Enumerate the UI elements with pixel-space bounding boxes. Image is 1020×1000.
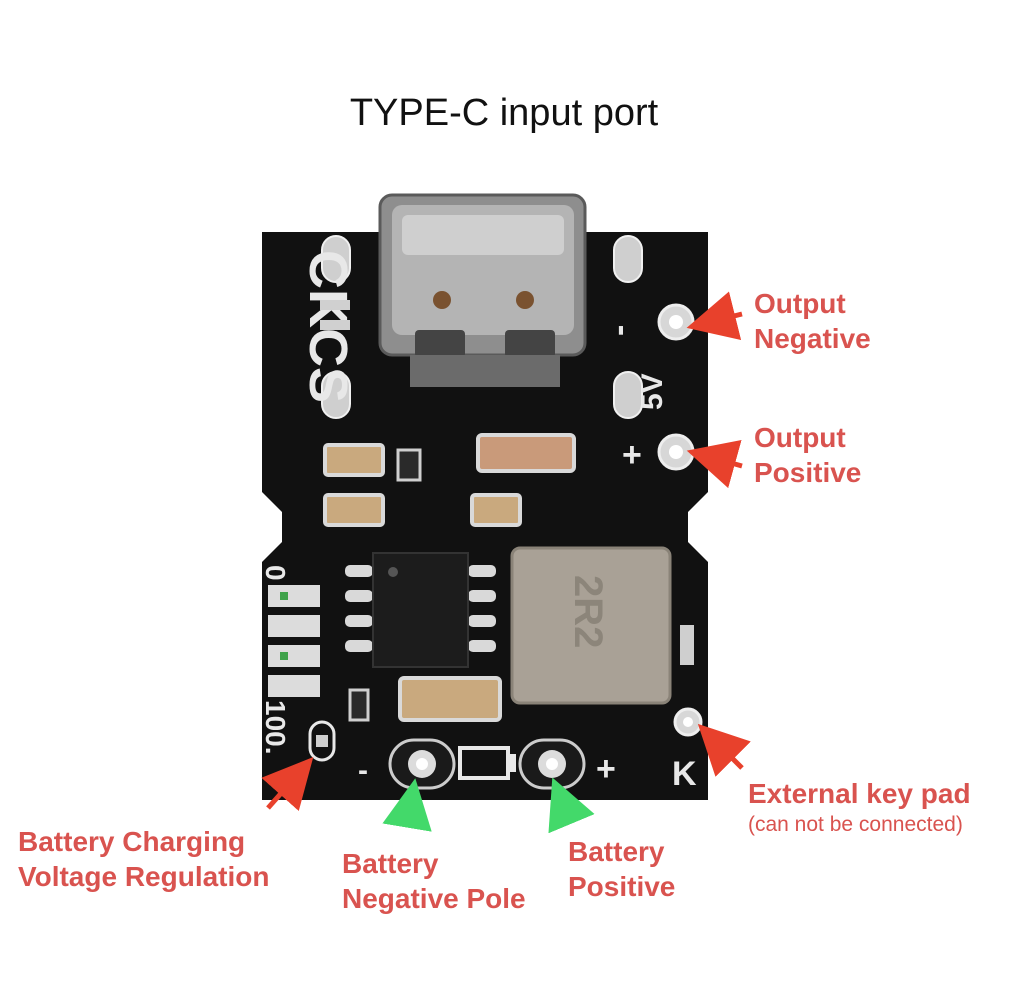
voltage-jumper xyxy=(308,720,336,762)
arrow-battery-positive xyxy=(548,777,595,834)
bottom-capacitor xyxy=(398,676,502,722)
output-minus-silkscreen: - xyxy=(600,325,638,336)
usb-c-connector xyxy=(378,193,587,387)
arrow-charging-voltage xyxy=(261,757,314,812)
diagram-title: TYPE-C input port xyxy=(349,92,659,134)
arrow-battery-negative xyxy=(382,778,432,832)
arrow-output-positive xyxy=(686,439,743,489)
label-charging-voltage: Battery Charging Voltage Regulation xyxy=(18,826,270,892)
battery-minus-silkscreen: - xyxy=(358,754,368,787)
ic-chip xyxy=(345,552,496,668)
power-inductor: 2R2 xyxy=(510,546,672,705)
battery-plus-silkscreen: + xyxy=(596,750,616,788)
battery-icon xyxy=(458,746,516,780)
percent-high-silkscreen: 100. xyxy=(260,700,291,755)
smd-components xyxy=(320,300,576,527)
inductor-code: 2R2 xyxy=(566,575,610,648)
label-external-key-note: (can not be connected) xyxy=(748,813,963,836)
arrow-external-key xyxy=(697,723,751,777)
output-plus-silkscreen: + xyxy=(622,436,642,474)
label-battery-negative: Battery Negative Pole xyxy=(342,848,526,914)
arrow-output-negative xyxy=(686,291,743,340)
key-silkscreen: K xyxy=(672,755,697,793)
charge-leds xyxy=(268,585,320,697)
mounting-slots xyxy=(321,235,643,419)
label-external-key: External key pad (can not be connected) xyxy=(748,776,971,839)
voltage-silkscreen: 5V xyxy=(636,373,669,410)
label-output-positive: Output Positive xyxy=(754,422,862,488)
label-output-negative: Output Negative xyxy=(754,288,871,354)
percent-low-silkscreen: 0 xyxy=(260,565,291,581)
label-battery-positive: Battery Positive xyxy=(568,836,676,902)
